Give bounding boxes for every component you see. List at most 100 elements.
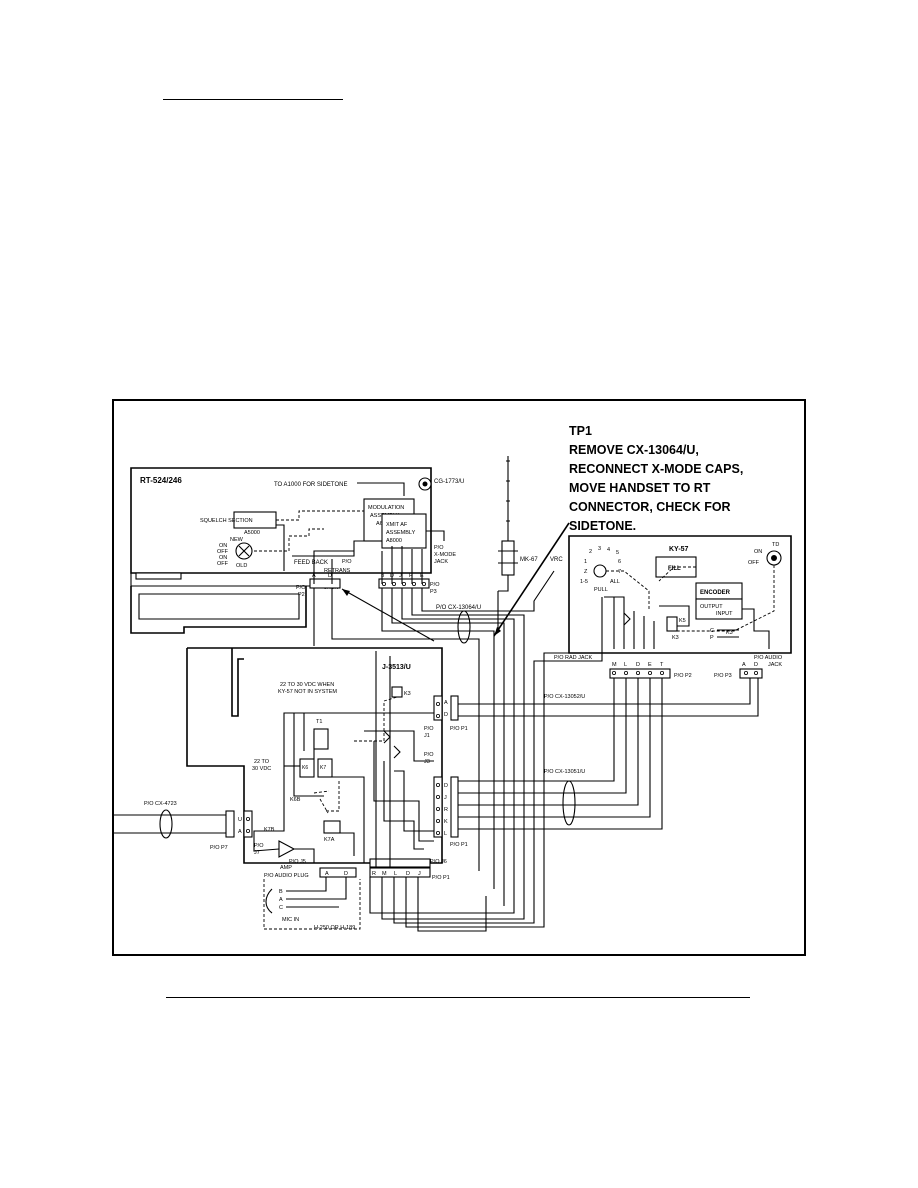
ky57-k3a: K3 bbox=[672, 635, 679, 641]
ky57-rad-connector bbox=[609, 668, 671, 679]
j3513-volt-b: 30 VDC bbox=[252, 766, 271, 772]
j3513-j7-connector bbox=[243, 810, 253, 838]
handset-plug-pin-a: A bbox=[325, 871, 329, 877]
tp1-line-4: CONNECTOR, CHECK FOR bbox=[569, 500, 731, 514]
rt-title: RT-524/246 bbox=[140, 476, 182, 485]
j3513-j7-a: P/O bbox=[254, 843, 264, 849]
rt-retrans: RETRANS bbox=[324, 568, 351, 574]
cx13051-cable-marker bbox=[562, 780, 576, 826]
rt-p3-a: P/O bbox=[430, 582, 440, 588]
tp1-leader bbox=[493, 522, 570, 637]
ky57-pull: PULL bbox=[594, 587, 608, 593]
j3513-note-b: KY-57 NOT IN SYSTEM bbox=[278, 689, 337, 695]
j3513-j3-a: P/O bbox=[424, 752, 434, 758]
mod-label-a: MODULATION bbox=[368, 505, 404, 511]
handset-p1-pin-j: J bbox=[418, 871, 421, 877]
rt-p3-b: P3 bbox=[430, 589, 437, 595]
j3513-k3: K3 bbox=[404, 691, 411, 697]
ky57-audio-pin-d: D bbox=[754, 662, 758, 668]
j3513-j5: P/O J5 bbox=[289, 859, 306, 865]
rt-sw-off2: OFF bbox=[217, 561, 229, 567]
rt-po-x-b: X-MODE bbox=[434, 552, 456, 558]
rt-sw-on1: ON bbox=[219, 543, 227, 549]
p7-connector bbox=[225, 810, 235, 838]
cable-cx13064-label: P/O CX-13064/U bbox=[436, 605, 481, 611]
j3513-po-p1: P/O P1 bbox=[450, 726, 468, 732]
j3513-j7-pin-u: U bbox=[238, 817, 242, 823]
xmit-label-a: XMIT AF bbox=[386, 522, 408, 528]
xmit-label-c: A8000 bbox=[386, 538, 402, 544]
j3513-j7-pin-a: A bbox=[238, 829, 242, 835]
connector-pins bbox=[245, 581, 759, 835]
j3513-volt-a: 22 TO bbox=[254, 759, 270, 765]
handset-p1-pin-d: D bbox=[406, 871, 410, 877]
ky57-pin-t: T bbox=[660, 662, 664, 668]
j3513-j1-pin-d: D bbox=[444, 712, 448, 718]
tp1-line-1: REMOVE CX-13064/U, bbox=[569, 443, 699, 457]
rt-524-unit: RT-524/246 TO A1000 FOR SIDETONE CG-1773… bbox=[130, 467, 481, 611]
j3513-outline bbox=[186, 647, 443, 864]
ky57-pin-l: L bbox=[624, 662, 627, 668]
j3513-j6: P/O J6 bbox=[430, 859, 447, 865]
ky57-fill: FILL bbox=[668, 566, 681, 572]
ky57-dial-1: 1 bbox=[584, 559, 587, 565]
ky57-dial-z: Z bbox=[584, 569, 588, 575]
ky57-input: INPUT bbox=[716, 611, 733, 617]
handset-pin-a: A bbox=[279, 897, 283, 903]
squelch-label-b: A5000 bbox=[244, 530, 260, 536]
antenna-vrc: VRC bbox=[550, 557, 563, 563]
handset-earpiece-icon bbox=[265, 888, 273, 914]
footer-rule bbox=[166, 997, 750, 998]
rt-p2-a: P/O bbox=[296, 585, 306, 591]
tp1-line-3: MOVE HANDSET TO RT bbox=[569, 481, 711, 495]
ky57-output: OUTPUT bbox=[700, 604, 723, 610]
ky57-dial-15: 1-5 bbox=[580, 579, 588, 585]
j3513-j3-pin-d: D bbox=[444, 783, 448, 789]
t1-transformer-icon bbox=[313, 728, 329, 750]
rt-po-x-c: JACK bbox=[434, 559, 448, 565]
j3513-unit: J-3513/U 22 TO 30 VDC WHEN KY-57 NOT IN … bbox=[186, 647, 468, 871]
tp1-callout: TP1 REMOVE CX-13064/U, RECONNECT X-MODE … bbox=[493, 424, 743, 637]
p1-connector-upper bbox=[450, 695, 459, 721]
p1-connector-lower bbox=[450, 776, 459, 838]
j3513-j7-b: J7 bbox=[254, 850, 260, 856]
rt-mount-outline bbox=[130, 586, 307, 634]
ky57-dial-7: 7 bbox=[618, 569, 621, 575]
rt-p3-pin-h: H bbox=[409, 573, 413, 579]
k7-relay-box bbox=[317, 758, 333, 778]
ky57-rad-jack: P/O RAD JACK bbox=[554, 655, 593, 661]
ky57-dial-5: 5 bbox=[616, 550, 619, 556]
j3513-j3-b: J3 bbox=[424, 759, 430, 765]
cable-runs: P/O CX-13052/U P/O CX-13051/U P/O CX-472… bbox=[114, 570, 759, 932]
j3513-amp: AMP bbox=[280, 865, 292, 871]
ky57-dial-2: 2 bbox=[589, 549, 592, 555]
ky57-dial-all: ALL bbox=[610, 579, 620, 585]
tp1-line-2: RECONNECT X-MODE CAPS, bbox=[569, 462, 743, 476]
cx4723-cable-marker bbox=[159, 809, 173, 839]
ky57-unit: KY-57 2 3 4 5 1 6 Z 7 1-5 ALL PULL FILL … bbox=[554, 535, 792, 679]
j3513-j3-pin-j: J bbox=[444, 795, 447, 801]
ky57-pin-e: E bbox=[648, 662, 652, 668]
k7a-relay-box bbox=[323, 820, 341, 834]
antenna-base-icon bbox=[501, 540, 515, 576]
xmit-af-assembly-box bbox=[381, 513, 427, 549]
j3513-k7: K7 bbox=[320, 765, 326, 771]
ky57-mode-dial-icon bbox=[593, 564, 607, 578]
rt-p3-pin-b: B bbox=[381, 573, 385, 579]
rt-sw-on2: ON bbox=[219, 555, 227, 561]
j3513-k3-box bbox=[391, 686, 403, 698]
k6-relay-box bbox=[299, 758, 315, 778]
rt-sw-new: NEW bbox=[230, 537, 244, 543]
rt-p2-b: P2 bbox=[298, 592, 305, 598]
rt-po-x-a: P/O bbox=[434, 545, 444, 551]
xmit-label-b: ASSEMBLY bbox=[386, 530, 416, 536]
ky57-k5: K5 bbox=[679, 618, 686, 624]
amp-icon bbox=[278, 840, 296, 858]
ky57-encoder: ENCODER bbox=[700, 590, 731, 596]
handset-model: H-250 OR H-189 bbox=[314, 925, 355, 931]
handset-mic: MIC IN bbox=[282, 917, 299, 923]
cable-cx4723-label: P/O CX-4723 bbox=[144, 801, 177, 807]
j3513-j3-pin-k: K bbox=[444, 819, 448, 825]
schematic-frame: TP1 REMOVE CX-13064/U, RECONNECT X-MODE … bbox=[112, 399, 806, 956]
ky57-dial-6: 6 bbox=[618, 559, 621, 565]
